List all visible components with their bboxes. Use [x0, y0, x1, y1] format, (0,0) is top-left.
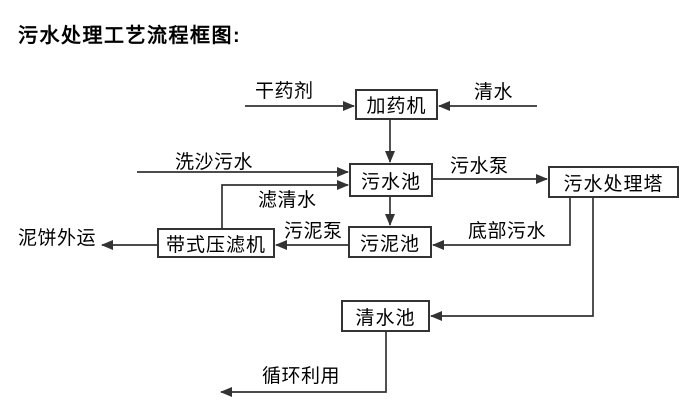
edge-label-recycle-use: 循环利用	[262, 366, 341, 387]
diagram-title: 污水处理工艺流程框图:	[18, 25, 242, 47]
node-dosing-machine: 加药机	[355, 89, 438, 120]
edge-recycle-use-arrow	[220, 332, 387, 397]
edge-filtered-water-arrow	[221, 180, 349, 228]
node-sewage-pool: 污水池	[349, 163, 433, 197]
edge-label-mud-cake-outbound: 泥饼外运	[18, 228, 97, 249]
edge-label-dry-agent: 干药剂	[255, 81, 314, 102]
edge-label-bottom-sewage: 底部污水	[468, 221, 547, 242]
node-sewage-treatment-tower: 污水处理塔	[548, 166, 679, 198]
edge-label-sewage-pump: 污水泵	[450, 156, 509, 177]
node-belt-filter-press: 带式压滤机	[157, 228, 275, 258]
edge-label-filtered-water: 滤清水	[258, 190, 317, 211]
edge-bottom-sewage-arrow	[432, 198, 571, 250]
node-sludge-pool: 污泥池	[348, 226, 432, 258]
edge-label-clean-water: 清水	[474, 82, 514, 103]
edge-tower-to-clean-water-pool-arrow	[430, 198, 594, 321]
edge-label-sand-washing-sewage: 洗沙污水	[175, 152, 254, 173]
edge-label-sludge-pump: 污泥泵	[284, 221, 343, 242]
node-clean-water-pool: 清水池	[341, 300, 430, 332]
